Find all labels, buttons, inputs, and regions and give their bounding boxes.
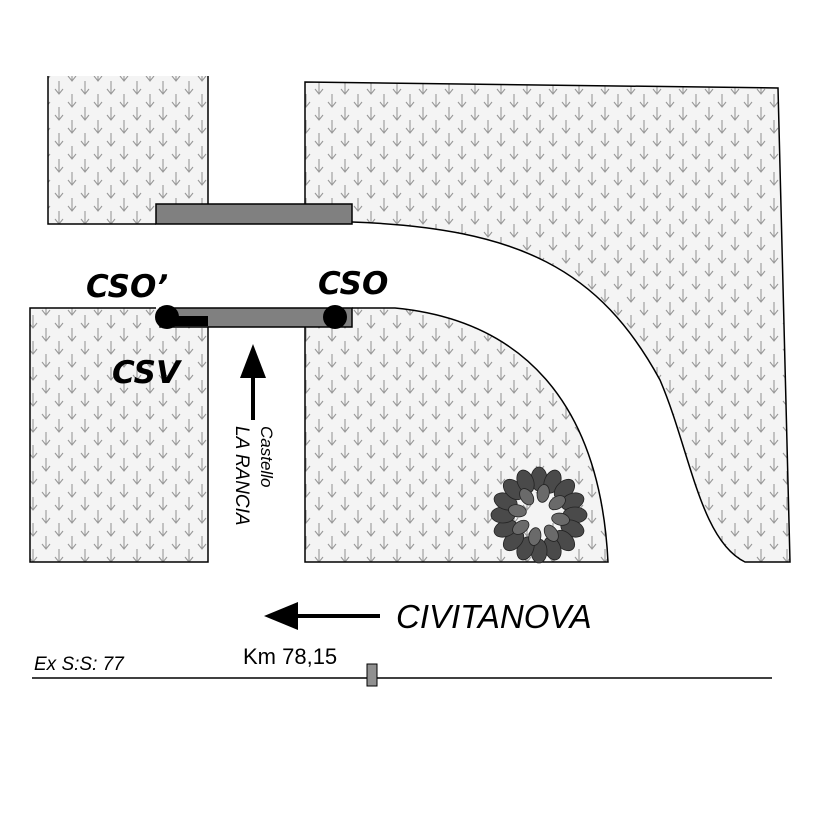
road-name-label: Ex S:S: 77: [34, 654, 125, 675]
civitanova-arrow-head: [264, 602, 298, 630]
cso-label: CSO: [318, 266, 388, 302]
csv-label: CSV: [112, 355, 183, 391]
km-marker-label: Km 78,15: [243, 644, 337, 669]
km-marker-post: [366, 663, 378, 687]
block-top-left: [48, 76, 208, 224]
lower-bar-black-segment: [170, 316, 208, 326]
upper-bar: [155, 203, 353, 225]
block-bottom-left: [30, 308, 208, 562]
tree-icon: [490, 466, 588, 564]
castello-arrow-head: [240, 344, 266, 378]
block-bottom-middle-edge: [304, 307, 609, 563]
cso-prime-point: [155, 305, 179, 329]
block-top-left-edge: [47, 76, 156, 225]
cso-point: [323, 305, 347, 329]
block-top-right-edge: [304, 81, 791, 563]
castello-label: Castello: [257, 426, 276, 487]
civitanova-label: CIVITANOVA: [396, 598, 592, 635]
block-bottom-left-edge: [29, 307, 209, 563]
block-top-right: [305, 82, 790, 562]
la-rancia-label: LA RANCIA: [231, 426, 252, 526]
cso-prime-label: CSO’: [86, 269, 168, 305]
